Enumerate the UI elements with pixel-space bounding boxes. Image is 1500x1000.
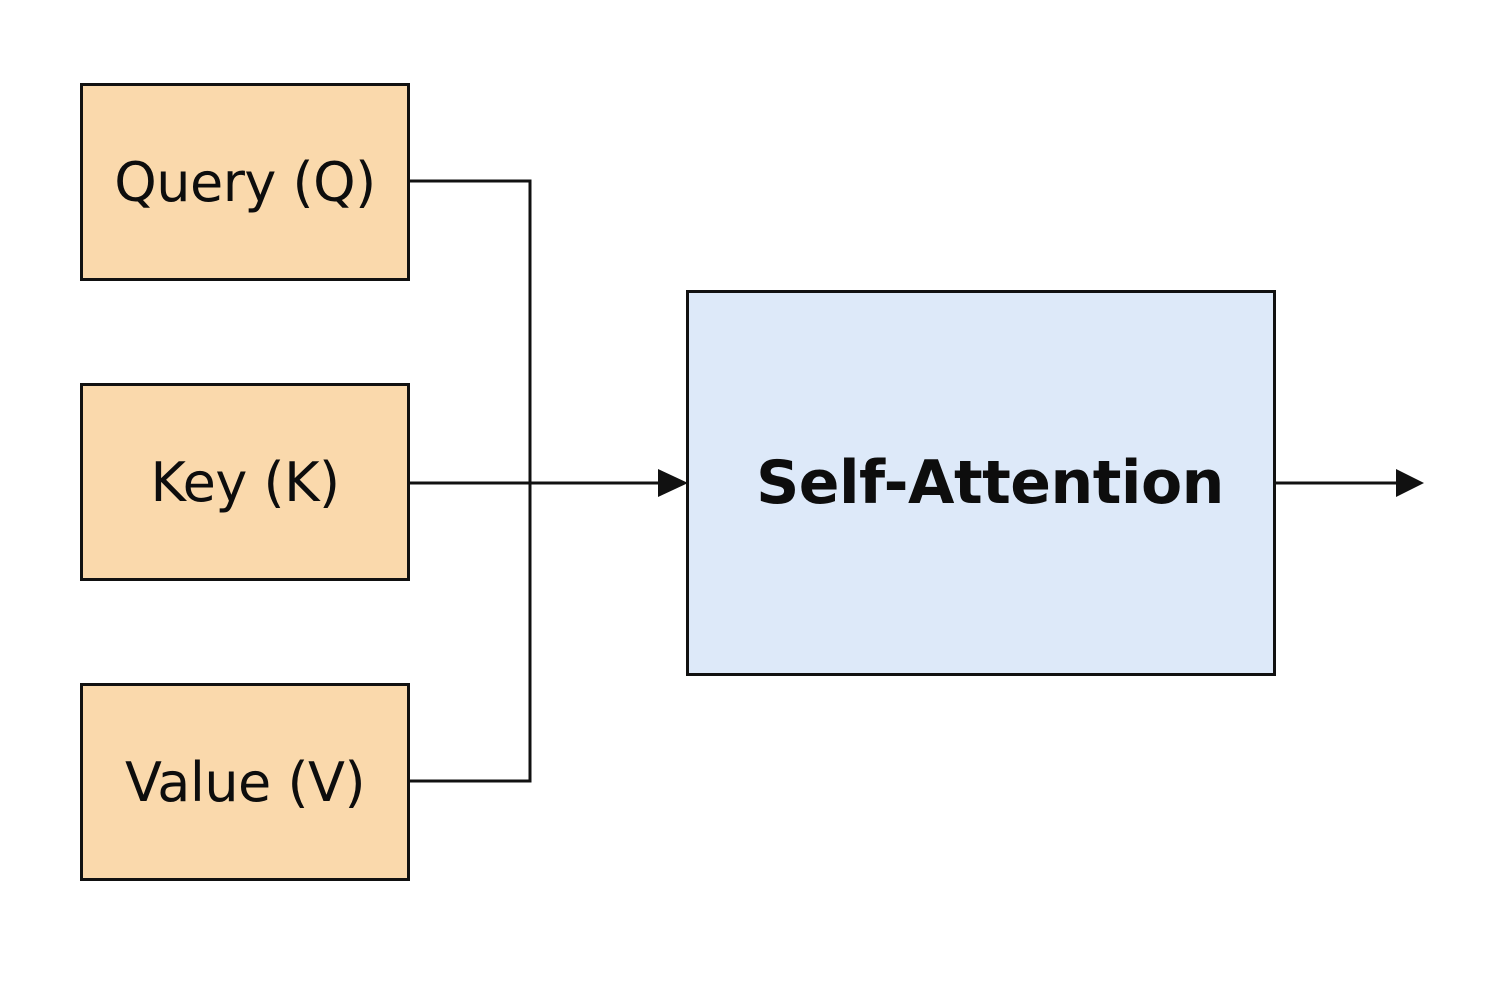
key-label: Key (K)	[150, 450, 340, 514]
key-box: Key (K)	[80, 383, 410, 581]
self-attention-label: Self-Attention	[756, 448, 1224, 518]
query-box: Query (Q)	[80, 83, 410, 281]
query-connector	[410, 179, 532, 783]
self-attention-box: Self-Attention	[686, 290, 1276, 676]
output-arrowhead	[1396, 469, 1424, 497]
query-label: Query (Q)	[114, 150, 376, 214]
input-arrowhead	[658, 469, 688, 497]
value-box: Value (V)	[80, 683, 410, 881]
value-label: Value (V)	[124, 750, 366, 814]
